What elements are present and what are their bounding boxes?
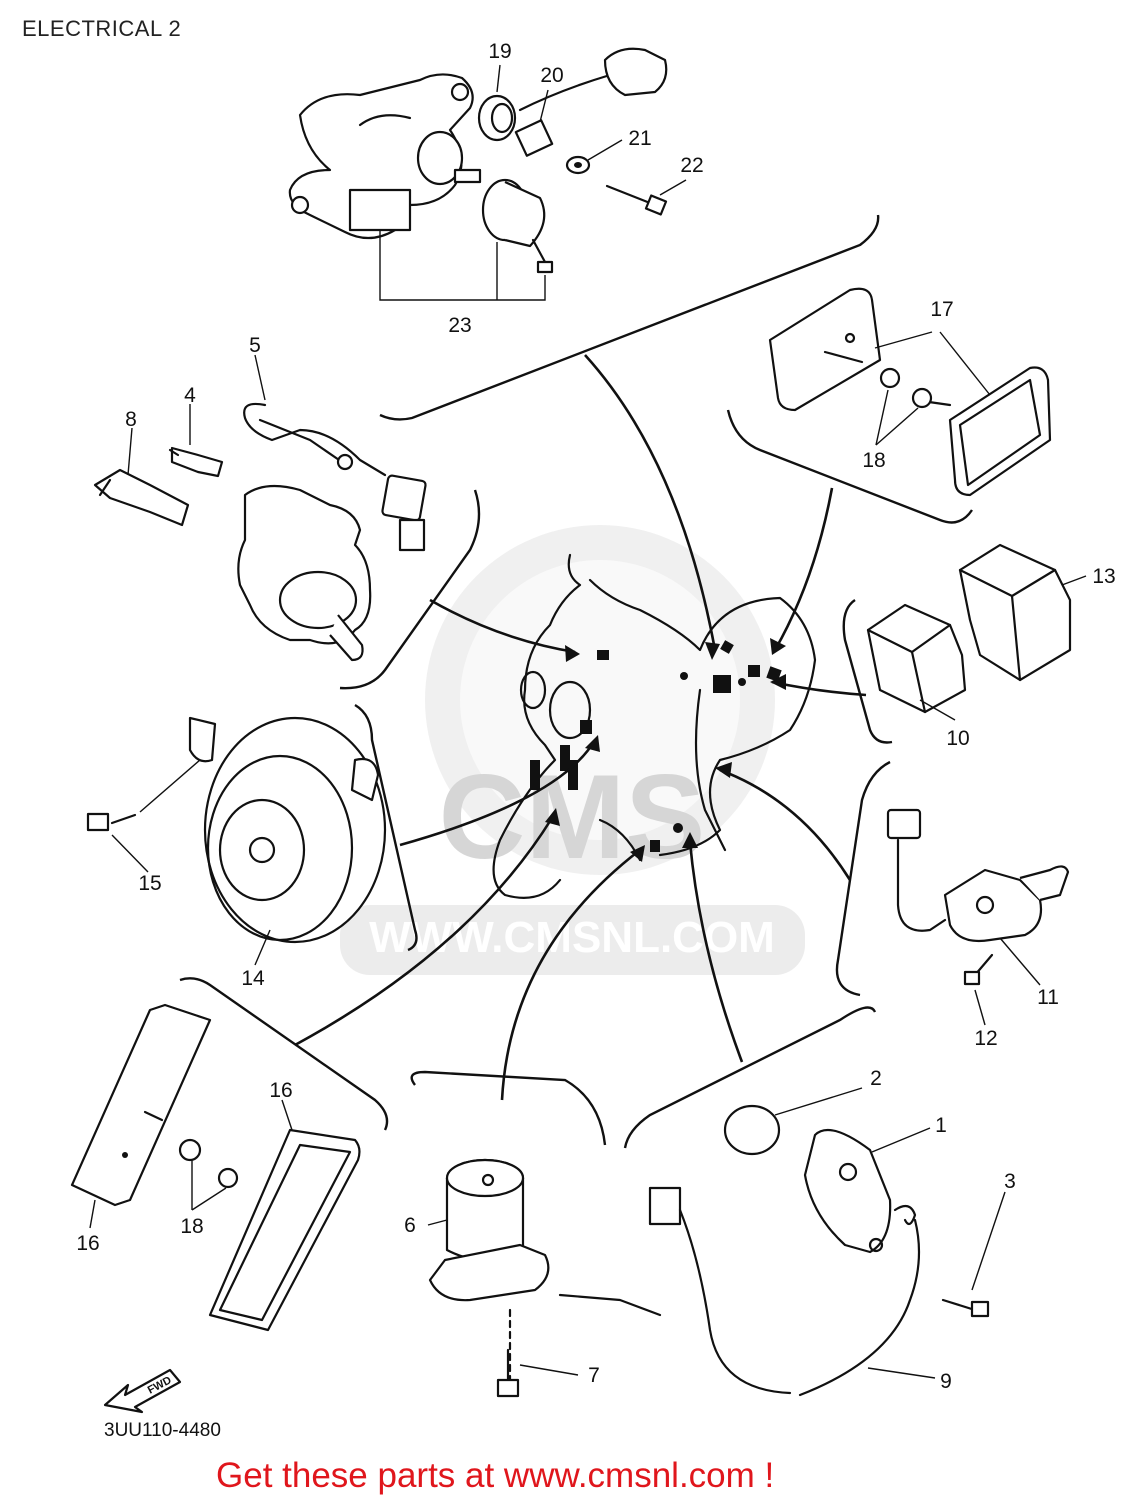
side-reflectors-16 (70, 1003, 361, 1332)
cta-link[interactable]: Get these parts at www.cmsnl.com ! (216, 1456, 775, 1495)
vehicle-body-outline (492, 553, 817, 899)
callout-6: 6 (404, 1214, 416, 1237)
callout-11: 11 (1037, 986, 1059, 1009)
callout-10: 10 (946, 727, 969, 750)
sensor-assembly-1 (648, 1087, 1006, 1397)
callout-5: 5 (249, 334, 261, 357)
callout-19: 19 (488, 40, 511, 63)
grommet-19 (477, 94, 517, 142)
watermark-text: WWW.CMSNL.COM (369, 913, 775, 962)
callout-23: 23 (448, 314, 471, 337)
connection-wires (294, 354, 867, 1101)
callout-numbers: 19 20 21 22 23 17 18 5 4 8 13 10 15 14 1… (76, 40, 1115, 1393)
callout-12: 12 (974, 1027, 997, 1050)
callout-2: 2 (870, 1067, 882, 1090)
callout-18-top: 18 (862, 449, 885, 472)
callout-17: 17 (930, 298, 953, 321)
bolt-22 (605, 184, 652, 205)
callout-18-bottom: 18 (180, 1215, 203, 1238)
callout-16-left: 16 (76, 1232, 99, 1255)
callout-15: 15 (138, 872, 161, 895)
callout-7: 7 (588, 1364, 600, 1387)
diagram-code: 3UU110-4480 (104, 1420, 221, 1441)
callout-16-right: 16 (269, 1079, 292, 1102)
callout-4: 4 (184, 384, 196, 407)
horn-14 (86, 716, 387, 966)
sensor-assembly-11 (886, 808, 1070, 1026)
callout-14: 14 (241, 967, 265, 990)
callout-1: 1 (935, 1114, 947, 1137)
callout-3: 3 (1004, 1170, 1016, 1193)
callout-20: 20 (540, 64, 563, 87)
callout-22: 22 (680, 154, 703, 177)
callout-13: 13 (1092, 565, 1115, 588)
o-ring-2 (723, 1104, 781, 1156)
bolt-3 (941, 1298, 977, 1312)
fwd-arrow: FWD (103, 1368, 182, 1414)
solenoid-6 (427, 1158, 662, 1398)
callout-21: 21 (628, 127, 651, 150)
connector-9 (648, 1186, 682, 1226)
relay-13 (958, 543, 1072, 682)
callout-9: 9 (940, 1370, 952, 1393)
sender-4 (170, 446, 224, 478)
thermo-assembly (93, 354, 427, 662)
switch-8 (93, 468, 190, 527)
bolt-15 (110, 813, 137, 825)
page-title: ELECTRICAL 2 (22, 16, 182, 41)
actuator-assembly (288, 47, 687, 301)
callout-8: 8 (125, 408, 137, 431)
relay-10 (866, 603, 967, 714)
relays (866, 543, 1087, 721)
collar-20 (514, 119, 554, 157)
rear-reflector-17 (768, 287, 1052, 497)
